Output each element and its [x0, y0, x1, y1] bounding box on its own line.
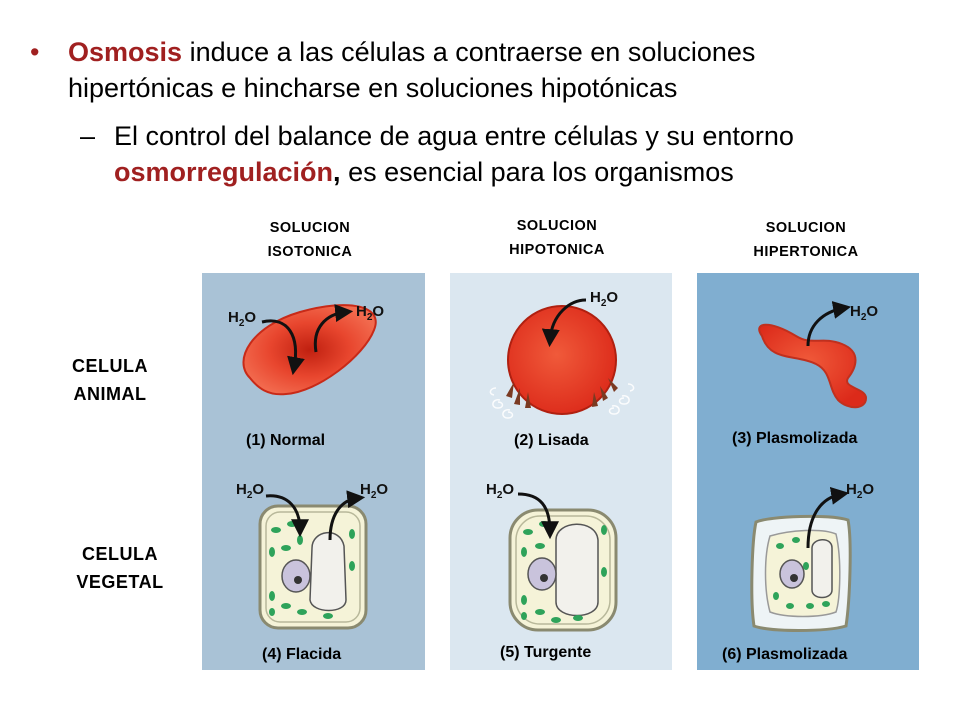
header-hypertonic: SOLUCION HIPERTONICA [718, 216, 894, 264]
arrow-in-isotonic [261, 319, 305, 376]
header-hypertonic-line-1: SOLUCION [765, 220, 847, 236]
caption-lysed: (2) Lisada [514, 432, 589, 449]
rbc-normal [242, 304, 377, 396]
plant-cell-flaccid [258, 504, 368, 630]
svg-text:H2O: H2O [228, 309, 256, 329]
water-labels-animal: H2O H2O H2O H2O [228, 289, 878, 329]
svg-text:H2O: H2O [846, 481, 874, 501]
arrow-in-hypotonic-plant [517, 492, 559, 540]
header-hypotonic: SOLUCION HIPOTONICA [469, 214, 645, 262]
caption-flaccid: (4) Flacida [262, 646, 342, 663]
caption-normal: (1) Normal [246, 432, 326, 449]
bullet-1-line-2: hipertónicas e hincharse en soluciones h… [68, 73, 678, 103]
caption-plasmolyzed-animal: (3) Plasmolizada [732, 430, 858, 447]
header-isotonic-line-2: ISOTONICA [267, 244, 353, 260]
bullet-2-line-2: es esencial para los organismos [340, 157, 734, 187]
osmoregulation-term: osmorregulación [114, 157, 334, 187]
header-isotonic-line-1: SOLUCION [269, 220, 351, 236]
row-plant-line-1: CELULA [82, 544, 158, 564]
row-animal-line-1: CELULA [72, 356, 148, 376]
caption-plasmolyzed-plant: (6) Plasmolizada [722, 646, 848, 663]
svg-text:H2O: H2O [590, 289, 618, 309]
header-hypotonic-line-1: SOLUCION [516, 218, 598, 234]
row-plant-line-2: VEGETAL [76, 572, 164, 592]
arrow-in-hypotonic [541, 298, 587, 348]
plant-cell-turgid [508, 508, 618, 632]
header-isotonic: SOLUCION ISOTONICA [222, 216, 398, 264]
osmosis-term: Osmosis [68, 37, 183, 67]
arrow-out-isotonic [313, 304, 354, 353]
bullet-marker: • [30, 37, 40, 67]
rbc-lysed [489, 305, 635, 419]
header-hypertonic-line-2: HIPERTONICA [753, 244, 859, 260]
rbc-shriveled [758, 323, 868, 409]
svg-text:H2O: H2O [360, 481, 388, 501]
arrow-out-hypertonic-plant [806, 486, 850, 549]
arrow-out-isotonic-plant [328, 490, 366, 541]
row-label-plant: CELULA VEGETAL [55, 540, 185, 596]
caption-turgid: (5) Turgente [500, 644, 592, 661]
water-labels-plant: H2O H2O H2O H2O [236, 481, 874, 501]
plant-cell-plasmolyzed [750, 514, 852, 632]
bullet-2-comma: , [333, 157, 341, 187]
svg-text:H2O: H2O [236, 481, 264, 501]
row-label-animal: CELULA ANIMAL [55, 352, 165, 408]
arrow-in-isotonic-plant [265, 494, 309, 538]
svg-text:H2O: H2O [486, 481, 514, 501]
bullet-1-line-1: induce a las células a contraerse en sol… [182, 37, 756, 67]
row-animal-line-2: ANIMAL [73, 384, 147, 404]
bullet-2-line-1: El control del balance de agua entre cél… [114, 121, 794, 151]
svg-text:H2O: H2O [356, 303, 384, 323]
header-hypotonic-line-2: HIPOTONICA [509, 242, 605, 258]
svg-text:H2O: H2O [850, 303, 878, 323]
arrow-out-hypertonic-animal [806, 301, 852, 347]
dash-marker: – [80, 121, 96, 151]
